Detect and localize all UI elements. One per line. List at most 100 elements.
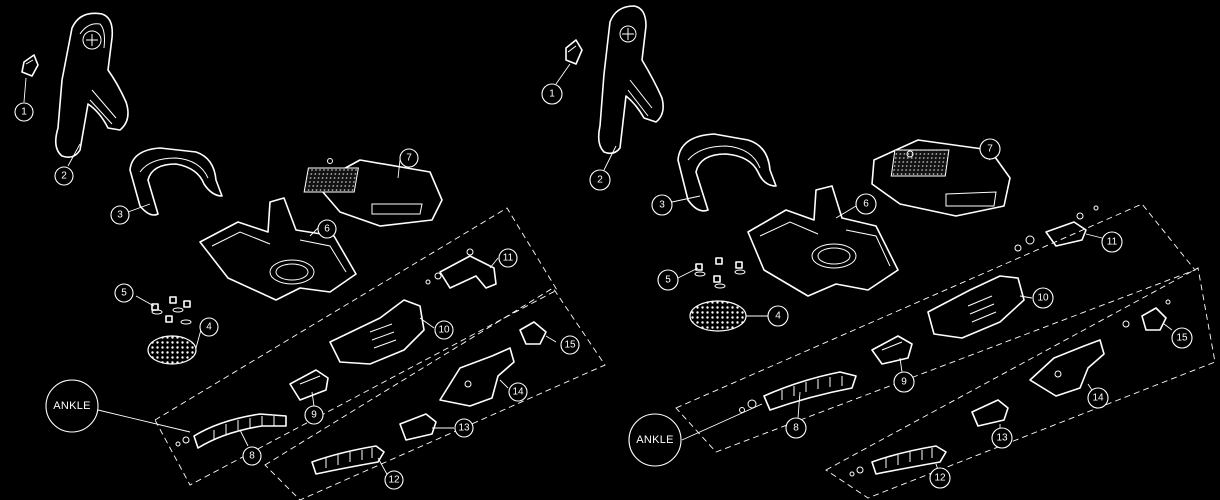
part-6-baseplate — [199, 197, 357, 301]
svg-text:15: 15 — [1176, 333, 1188, 344]
part-2-highback — [597, 5, 664, 155]
part-7-footbed — [871, 139, 1011, 217]
leader-lines — [23, 77, 557, 477]
svg-text:6: 6 — [324, 224, 330, 235]
svg-text:2: 2 — [61, 171, 67, 182]
callout-6: 6 — [855, 193, 877, 215]
svg-text:9: 9 — [311, 410, 317, 421]
svg-text:1: 1 — [549, 89, 555, 100]
svg-text:13: 13 — [996, 433, 1008, 444]
svg-text:ANKLE: ANKLE — [636, 434, 674, 446]
svg-text:11: 11 — [1107, 237, 1118, 248]
callout-10: 10 — [434, 320, 454, 340]
callout-9: 9 — [893, 371, 915, 393]
part-5-screws — [694, 257, 746, 289]
toe-strap-plane — [825, 267, 1216, 499]
part-9-buckle — [289, 369, 329, 401]
svg-text:12: 12 — [934, 473, 946, 484]
ankle-label-left: ANKLE — [45, 379, 99, 433]
svg-text:8: 8 — [793, 423, 799, 434]
callout-12: 12 — [384, 470, 404, 490]
svg-text:8: 8 — [249, 451, 255, 462]
svg-text:4: 4 — [775, 311, 781, 322]
callout-12: 12 — [929, 467, 951, 489]
callout-3: 3 — [651, 194, 673, 216]
part-3-heelcup — [677, 133, 777, 212]
callout-7: 7 — [979, 138, 1001, 160]
part-6-baseplate — [747, 185, 899, 297]
binding-diagram-right: 1 2 3 4 5 6 7 8 9 10 11 12 13 14 15 ANKL… — [541, 5, 1216, 499]
svg-text:7: 7 — [987, 144, 993, 155]
svg-text:10: 10 — [1037, 293, 1049, 304]
callout-5: 5 — [114, 283, 134, 303]
callout-11: 11 — [498, 248, 518, 268]
ankle-strap-plane — [675, 203, 1196, 453]
callout-4: 4 — [767, 305, 789, 327]
part-8-ladder — [739, 371, 857, 413]
part-3-heelcup — [129, 147, 223, 216]
svg-text:1: 1 — [21, 107, 27, 118]
svg-text:10: 10 — [438, 325, 450, 336]
binding-diagram-left: 1 2 3 4 5 6 7 8 9 10 11 12 13 14 15 ANKL… — [14, 12, 606, 500]
callout-3: 3 — [110, 205, 130, 225]
leader-lines — [555, 63, 1173, 471]
callout-14: 14 — [508, 382, 528, 402]
part-9-buckle — [871, 335, 913, 365]
part-15-ratchet — [519, 321, 547, 345]
callout-11: 11 — [1101, 231, 1123, 253]
callout-10: 10 — [1032, 287, 1054, 309]
callout-1: 1 — [14, 102, 34, 122]
svg-text:12: 12 — [388, 475, 400, 486]
svg-text:6: 6 — [863, 199, 869, 210]
part-2-highback — [54, 12, 129, 158]
svg-text:3: 3 — [117, 210, 123, 221]
svg-text:7: 7 — [406, 153, 412, 164]
part-15-ratchet — [1122, 299, 1171, 331]
callout-5: 5 — [657, 269, 679, 291]
callout-2: 2 — [589, 169, 611, 191]
svg-text:14: 14 — [512, 387, 524, 398]
part-14-toe-strap — [1029, 339, 1105, 397]
part-14-toe-strap — [439, 347, 515, 407]
part-4-disc — [147, 335, 197, 365]
svg-text:9: 9 — [901, 377, 907, 388]
part-12-ladder — [311, 445, 385, 475]
callout-6: 6 — [317, 219, 337, 239]
callout-7: 7 — [399, 148, 419, 168]
svg-text:11: 11 — [503, 253, 514, 264]
ankle-strap-plane — [154, 207, 558, 486]
part-13-buckle — [399, 413, 437, 441]
callout-15: 15 — [1171, 327, 1193, 349]
part-7-footbed — [303, 158, 443, 227]
svg-text:15: 15 — [564, 340, 576, 351]
svg-text:14: 14 — [1092, 393, 1104, 404]
callout-4: 4 — [199, 317, 219, 337]
callout-9: 9 — [304, 405, 324, 425]
part-13-buckle — [971, 399, 1009, 427]
callout-13: 13 — [454, 418, 474, 438]
part-1-tab — [565, 39, 583, 65]
svg-text:3: 3 — [659, 200, 665, 211]
part-1-tab — [21, 54, 39, 77]
part-12-ladder — [849, 445, 947, 477]
svg-text:4: 4 — [206, 322, 212, 333]
callout-1: 1 — [541, 83, 563, 105]
part-11-buckle — [425, 248, 497, 289]
part-4-disc — [689, 300, 747, 332]
callout-8: 8 — [242, 446, 262, 466]
svg-text:ANKLE: ANKLE — [53, 400, 91, 412]
callout-15: 15 — [560, 335, 580, 355]
svg-text:5: 5 — [121, 288, 127, 299]
svg-text:2: 2 — [597, 175, 603, 186]
part-8-ladder — [175, 413, 287, 449]
svg-text:5: 5 — [665, 275, 671, 286]
callout-14: 14 — [1087, 387, 1109, 409]
svg-text:13: 13 — [458, 423, 470, 434]
part-5-screws — [151, 296, 192, 325]
part-10-ankle-strap — [329, 299, 425, 365]
part-11-buckle — [1014, 205, 1099, 252]
part-10-ankle-strap — [927, 275, 1025, 339]
callout-13: 13 — [991, 427, 1013, 449]
ankle-label-right: ANKLE — [628, 413, 682, 467]
